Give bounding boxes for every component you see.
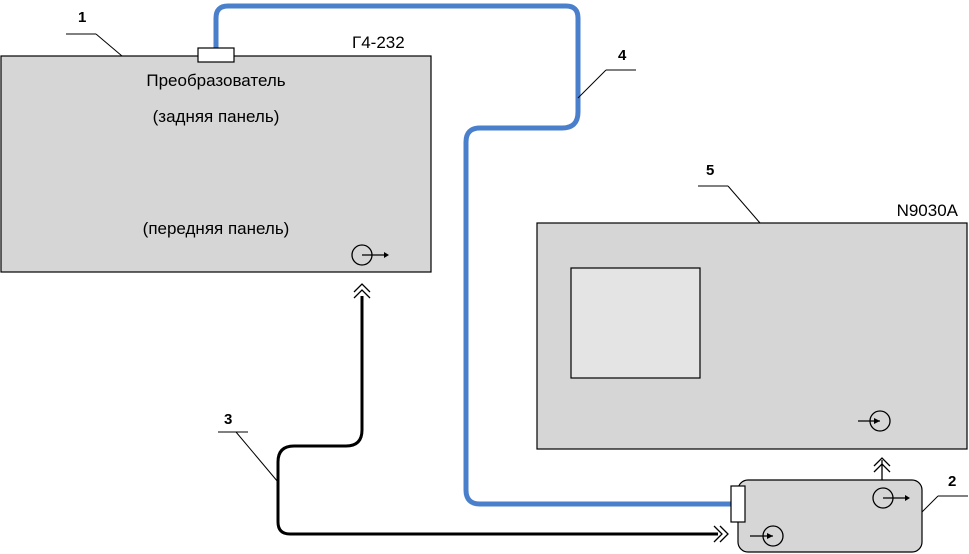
rear-panel-label: (задняя панель) [153, 107, 280, 126]
sensor-analyzer-link [873, 457, 891, 480]
svg-text:5: 5 [706, 162, 714, 179]
callout-3: 3 [218, 411, 279, 483]
sensor-input-icon [750, 525, 784, 547]
converter-device [0, 55, 432, 273]
callout-2: 2 [921, 473, 968, 513]
callout-4: 4 [577, 47, 636, 99]
sensor-output-icon [872, 487, 910, 509]
converter-output-icon [351, 244, 389, 266]
svg-text:4: 4 [618, 47, 627, 64]
callout-1: 1 [66, 9, 123, 57]
converter-model-label: Г4-232 [352, 33, 405, 52]
cable-3-top-connector-icon [353, 283, 371, 299]
analyzer-screen [570, 267, 701, 379]
callout-5: 5 [698, 162, 761, 224]
svg-text:2: 2 [948, 473, 956, 490]
sensor-blue-connector [730, 485, 746, 523]
analyzer-input-icon [858, 410, 891, 432]
converter-title: Преобразователь [146, 71, 285, 90]
rear-connector [197, 47, 235, 63]
cable-3-sensor-connector-icon [713, 525, 729, 543]
cable-3-black [276, 296, 718, 536]
sensor-device [737, 479, 923, 553]
svg-text:1: 1 [78, 9, 86, 26]
analyzer-model-label: N9030A [897, 201, 959, 220]
front-panel-label: (передняя панель) [143, 219, 290, 238]
cable-4-blue [213, 3, 734, 507]
svg-text:3: 3 [224, 411, 232, 428]
